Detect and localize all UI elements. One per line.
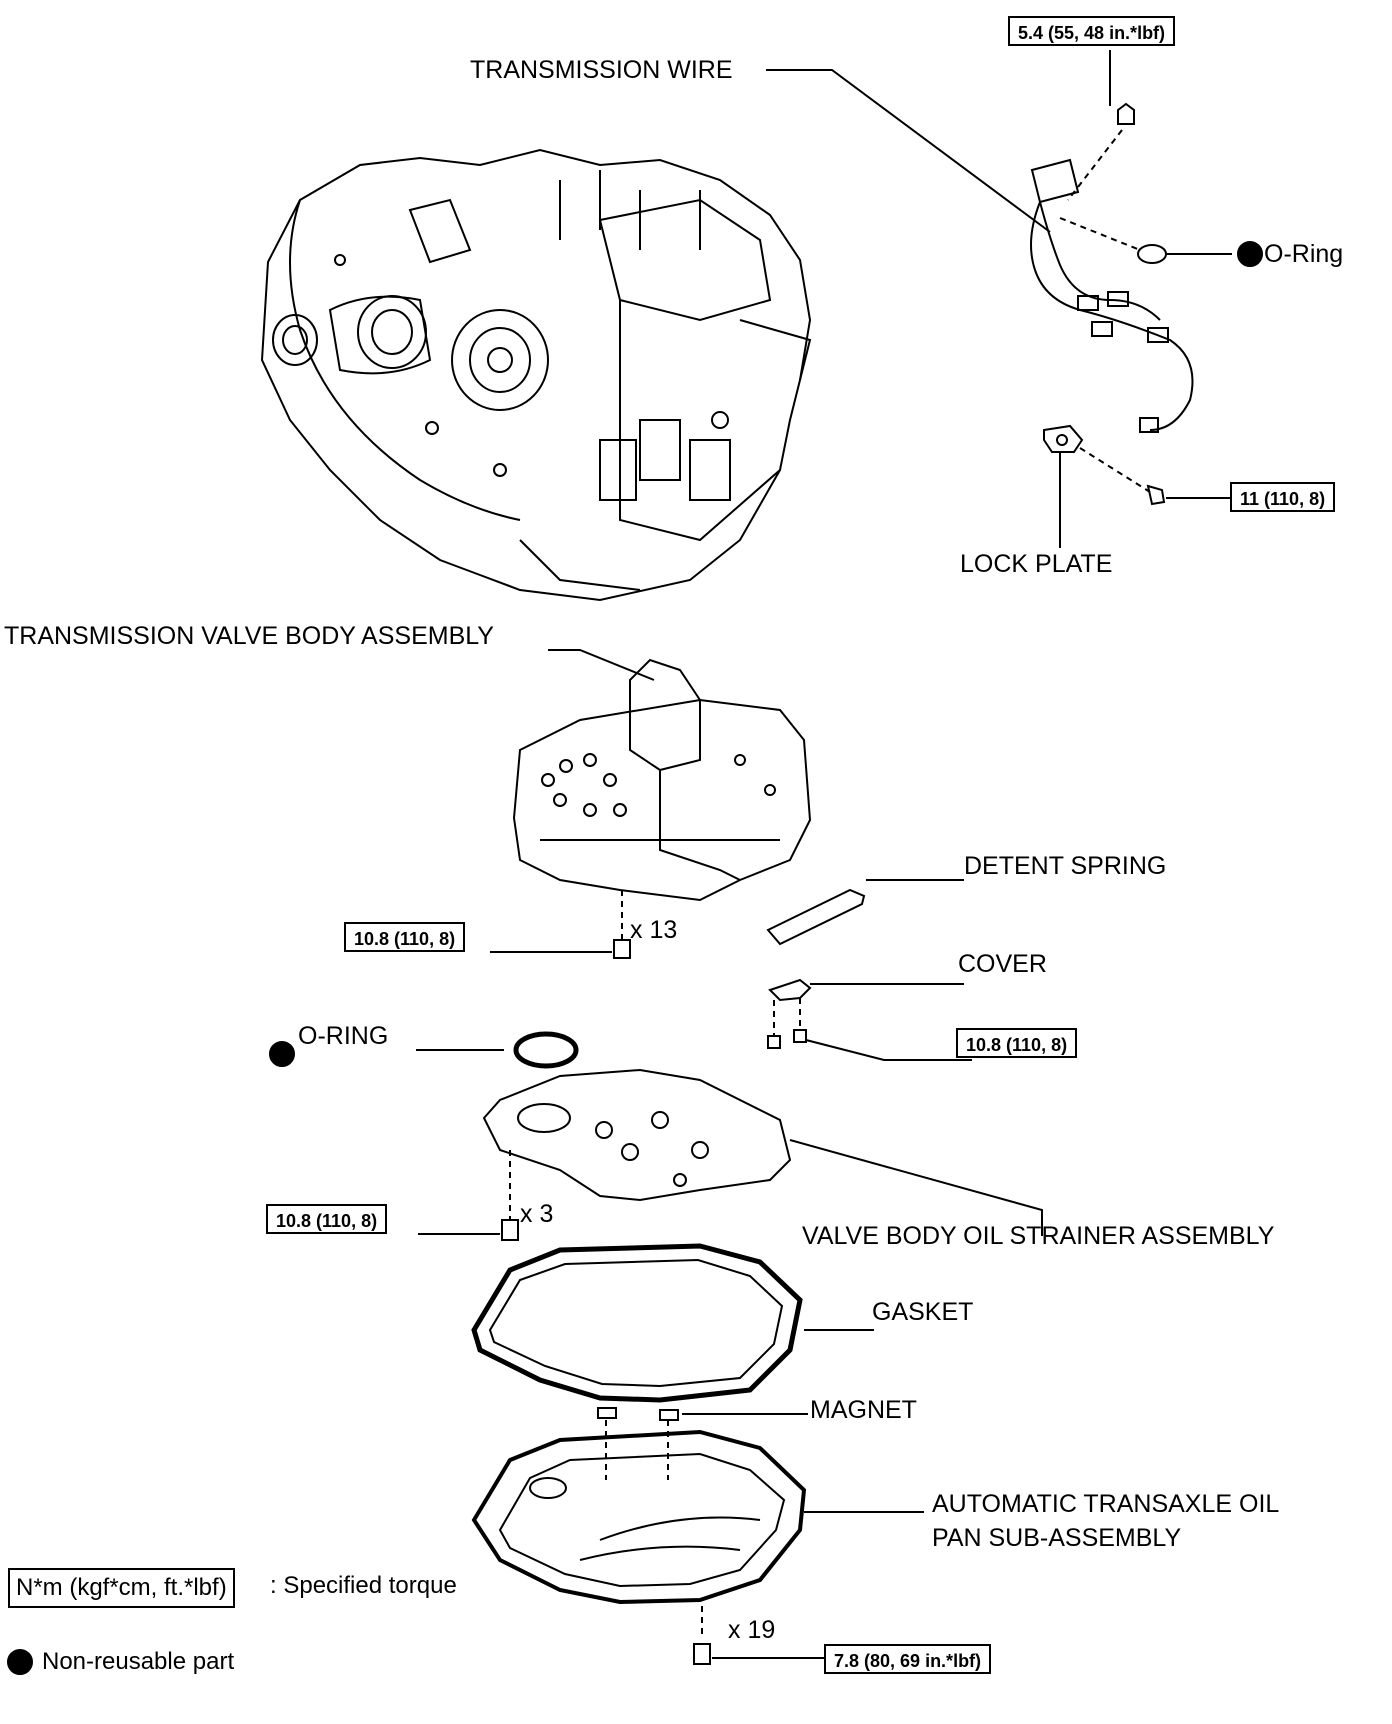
o-ring-top-part [1137,244,1167,264]
valve-body-bolt [613,939,631,959]
oil-pan-qty: x 19 [728,1616,776,1644]
legend-nonreusable-text: Non-reusable part [42,1648,235,1675]
lock-plate-label: LOCK PLATE [960,550,1113,578]
torque-lock-plate-bolt: 11 (110, 8) [1230,482,1336,512]
oring-dash [1059,217,1141,251]
magnet-label: MAGNET [810,1396,917,1424]
wire-bolt-dash [1067,129,1123,201]
strainer-qty: x 3 [520,1200,554,1228]
transmission-wire-label: TRANSMISSION WIRE [470,56,733,84]
cover-label: COVER [958,950,1047,978]
oil-pan-label-line1: AUTOMATIC TRANSAXLE OIL [932,1490,1280,1518]
torque-valve-body-bolts: 10.8 (110, 8) [344,922,466,952]
o-ring-top-label: O-Ring [1264,240,1344,268]
transaxle-housing [260,148,812,602]
nonreusable-marker [1237,241,1263,267]
oil-pan-label-line2: PAN SUB-ASSEMBLY [932,1524,1182,1552]
strainer-bolt [501,1219,519,1241]
legend-dot [7,1649,33,1675]
magnet-part-2 [659,1409,679,1421]
torque-wire-bolt: 5.4 (55, 48 in.*lbf) [1008,16,1176,46]
o-ring-mid-label: O-RING [298,1022,389,1050]
strainer-part [482,1068,792,1202]
o-ring-mid-part [513,1031,579,1069]
magnet-part-1 [597,1407,617,1419]
nonreusable-marker-mid [269,1041,295,1067]
transmission-wire [1030,102,1194,433]
gasket-label: GASKET [872,1298,974,1326]
gasket-part [471,1243,803,1403]
legend-torque-box: N*m (kgf*cm, ft.*lbf) [8,1568,235,1608]
valve-body-part [512,658,812,902]
valve-body-qty: x 13 [630,916,678,944]
detent-spring-label: DETENT SPRING [964,852,1167,880]
torque-strainer-bolts: 10.8 (110, 8) [266,1204,388,1234]
legend-torque-text: : Specified torque [270,1572,457,1599]
strainer-label: VALVE BODY OIL STRAINER ASSEMBLY [802,1222,1275,1250]
cover-part [768,978,812,1002]
detent-spring-part [766,888,866,946]
oil-pan-part [471,1429,807,1605]
valve-body-label: TRANSMISSION VALVE BODY ASSEMBLY [4,622,494,650]
lock-plate-part [1043,424,1084,453]
torque-cover-bolts: 10.8 (110, 8) [956,1028,1078,1058]
torque-oil-pan-bolts: 7.8 (80, 69 in.*lbf) [824,1644,992,1674]
oil-pan-bolt [693,1643,711,1665]
